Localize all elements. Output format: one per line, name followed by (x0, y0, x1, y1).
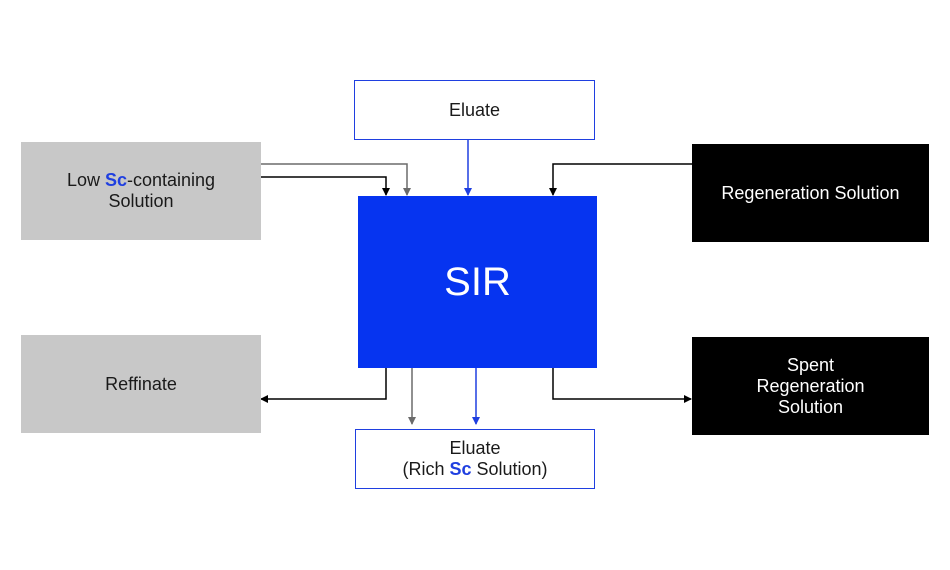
eluate-top-node: Eluate (354, 80, 595, 140)
eluate-bottom-line1: Eluate (449, 438, 501, 458)
reffinate-label: Reffinate (105, 373, 177, 394)
spent-line3: Solution (777, 396, 844, 417)
regeneration-solution-node: Regeneration Solution (692, 144, 929, 242)
arrow-spent (552, 368, 692, 403)
sc-highlight: Sc (449, 459, 472, 479)
eluate-top-label: Eluate (448, 99, 501, 120)
spent-line2: Regeneration (756, 375, 865, 396)
sc-highlight: Sc (104, 170, 127, 190)
eluate-bottom-line2: (Rich Sc Solution) (402, 459, 548, 479)
spent-line1: Spent (786, 354, 835, 375)
sir-node: SIR (358, 196, 597, 368)
reffinate-node: Reffinate (21, 335, 261, 433)
low-sc-solution-node: Low Sc-containing Solution (21, 142, 261, 240)
arrow-low-sc-gray (261, 163, 411, 196)
arrow-low-sc-black (261, 176, 390, 196)
low-sc-line2: Solution (108, 191, 174, 211)
spent-regeneration-node: Spent Regeneration Solution (692, 337, 929, 435)
sir-label: SIR (444, 259, 511, 304)
arrow-regeneration (549, 163, 692, 196)
regeneration-label: Regeneration Solution (721, 182, 900, 203)
low-sc-line1: Low Sc-containing (66, 170, 216, 190)
arrow-reffinate (260, 368, 387, 403)
eluate-bottom-node: Eluate (Rich Sc Solution) (355, 429, 595, 489)
